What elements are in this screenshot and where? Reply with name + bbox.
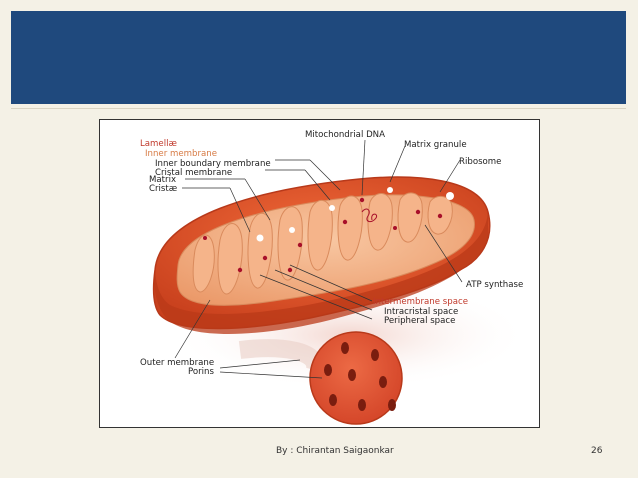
label-matrix: Matrix <box>149 175 176 185</box>
label-ribosome: Ribosome <box>459 157 501 167</box>
mitochondrion-diagram: Lamellæ Inner membrane Inner boundary me… <box>140 130 530 425</box>
ribosomes <box>256 187 454 242</box>
label-cristal-membrane: Cristal membrane <box>155 168 232 178</box>
label-atp-synthase: ATP synthase <box>466 280 523 290</box>
title-band <box>11 11 626 104</box>
outer-membrane-rim <box>154 212 488 334</box>
label-cristae: Cristæ <box>149 184 177 194</box>
label-lamellae: Lamellæ <box>140 139 177 149</box>
label-intracristal-space: Intracristal space <box>384 307 458 317</box>
mitochondrion-figure: Lamellæ Inner membrane Inner boundary me… <box>99 119 540 428</box>
matrix-granules <box>203 197 443 273</box>
label-inner-membrane: Inner membrane <box>145 149 217 159</box>
dna-squiggle <box>361 208 378 223</box>
slide-number: 26 <box>591 446 603 456</box>
label-outer-membrane: Outer membrane <box>140 358 214 368</box>
label-intermembrane-space: Intermembrane space <box>373 297 468 307</box>
divider <box>11 108 626 109</box>
leader-lines <box>174 139 463 379</box>
label-matrix-granule: Matrix granule <box>404 140 467 150</box>
outer-membrane-zoom <box>238 331 403 425</box>
label-inner-boundary-membrane: Inner boundary membrane <box>155 159 271 169</box>
footer-author: By : Chirantan Saigaonkar <box>276 446 394 456</box>
label-mitochondrial-dna: Mitochondrial DNA <box>305 130 385 140</box>
label-peripheral-space: Peripheral space <box>384 316 455 326</box>
label-porins: Porins <box>188 367 215 377</box>
